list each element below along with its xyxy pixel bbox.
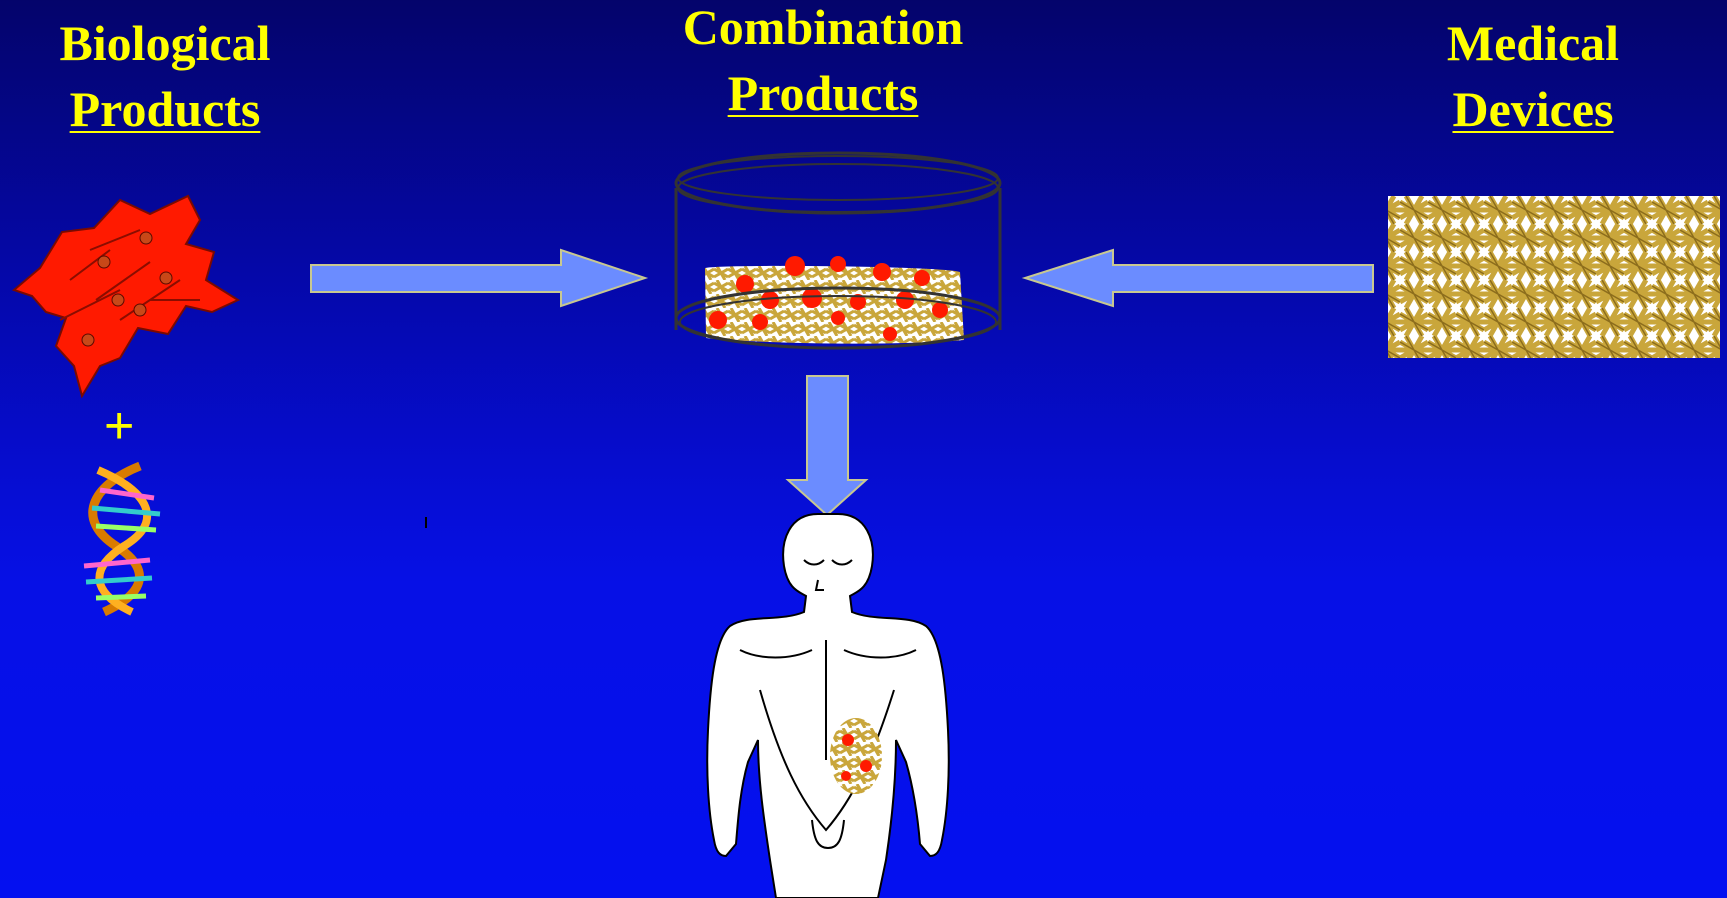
arrow-down bbox=[788, 376, 866, 515]
arrow-left bbox=[1025, 250, 1373, 306]
arrow-right bbox=[311, 250, 645, 306]
dna-helix-icon bbox=[84, 466, 160, 612]
petri-dish-icon bbox=[676, 153, 1000, 348]
divider-mark bbox=[425, 517, 427, 528]
cells-icon bbox=[14, 196, 238, 396]
human-body-icon bbox=[707, 514, 949, 898]
plus-sign: + bbox=[104, 400, 134, 452]
scaffold-mesh-icon bbox=[1388, 196, 1720, 358]
